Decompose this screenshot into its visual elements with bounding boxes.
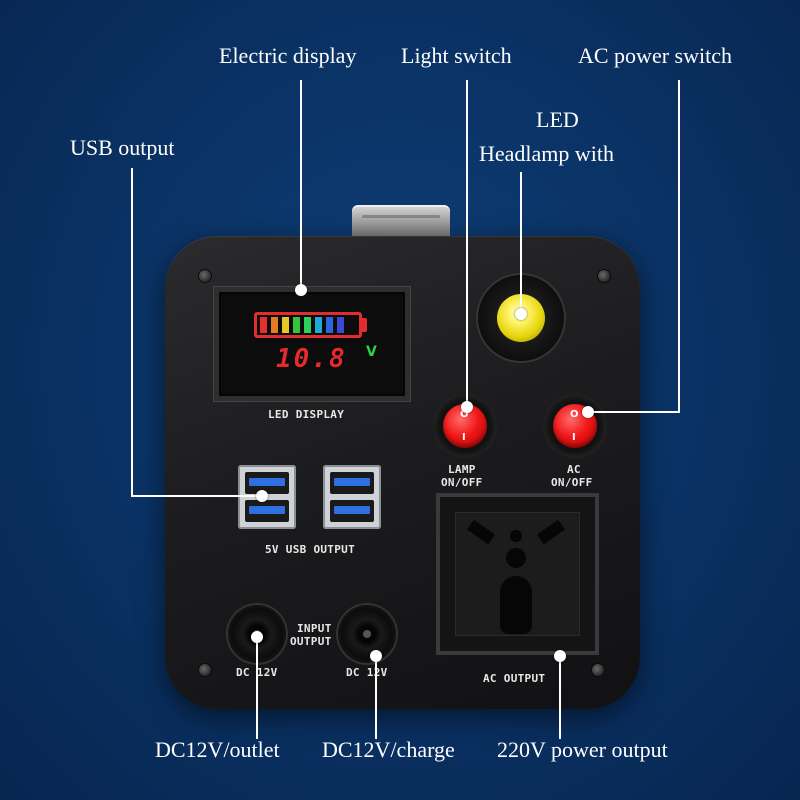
battery-bar bbox=[315, 317, 322, 333]
callout-dc-outlet: DC12V/outlet bbox=[155, 737, 280, 762]
ac-switch-off-mark: O bbox=[570, 409, 579, 420]
pointer-dot-dc-charge bbox=[370, 650, 382, 662]
leader-electric-display bbox=[300, 80, 302, 290]
battery-terminal-icon bbox=[362, 318, 367, 332]
led-display-label: LED DISPLAY bbox=[268, 408, 345, 421]
carry-handle bbox=[352, 205, 450, 241]
usb-port[interactable] bbox=[245, 472, 289, 494]
screw-top-right bbox=[598, 270, 610, 282]
usb-port[interactable] bbox=[330, 500, 374, 522]
callout-220v-output: 220V power output bbox=[497, 737, 668, 762]
callout-electric-display: Electric display bbox=[219, 43, 357, 68]
leader-usb-vertical bbox=[131, 168, 133, 497]
pointer-dot-ac-output bbox=[554, 650, 566, 662]
battery-bar bbox=[326, 317, 333, 333]
pointer-dot-ac-switch bbox=[582, 406, 594, 418]
callout-led-line2: Headlamp with bbox=[479, 141, 615, 166]
ac-switch-label-line2: ON/OFF bbox=[551, 476, 593, 489]
screw-top-left bbox=[199, 270, 211, 282]
battery-bar bbox=[282, 317, 289, 333]
pointer-dot-light-switch bbox=[461, 401, 473, 413]
ac-switch-on-mark: I bbox=[572, 432, 576, 443]
input-output-label-line2: OUTPUT bbox=[290, 635, 332, 648]
socket-slot-ground bbox=[500, 576, 532, 634]
pointer-dot-led-headlamp bbox=[515, 308, 527, 320]
leader-ac-switch-vertical bbox=[678, 80, 680, 413]
callout-usb-output: USB output bbox=[70, 135, 175, 160]
screw-bottom-right bbox=[592, 664, 604, 676]
callout-dc-charge: DC12V/charge bbox=[322, 737, 455, 762]
pointer-dot-dc-outlet bbox=[251, 631, 263, 643]
leader-led-headlamp bbox=[520, 172, 522, 312]
lamp-switch-off-mark: O bbox=[460, 409, 469, 420]
voltage-readout: 10.8 bbox=[276, 344, 347, 374]
pointer-dot-usb bbox=[256, 490, 268, 502]
usb-port[interactable] bbox=[330, 472, 374, 494]
leader-ac-output bbox=[559, 656, 561, 739]
leader-usb-horizontal bbox=[131, 495, 262, 497]
input-output-label-line1: INPUT bbox=[297, 622, 332, 635]
screw-bottom-left bbox=[199, 664, 211, 676]
dc-charge-jack[interactable] bbox=[338, 605, 396, 663]
ac-switch-label-line1: AC bbox=[567, 463, 581, 476]
battery-bar bbox=[260, 317, 267, 333]
socket-slot-center-top bbox=[510, 530, 522, 542]
led-display-screen bbox=[214, 287, 410, 401]
pointer-dot-electric-display bbox=[295, 284, 307, 296]
usb-port[interactable] bbox=[245, 500, 289, 522]
battery-bar bbox=[304, 317, 311, 333]
usb-port-group-right bbox=[323, 465, 381, 529]
leader-light-switch bbox=[466, 80, 468, 406]
battery-bar bbox=[337, 317, 344, 333]
ac-output-label: AC OUTPUT bbox=[483, 672, 546, 685]
leader-dc-charge bbox=[375, 656, 377, 739]
usb-port-group-left bbox=[238, 465, 296, 529]
leader-dc-outlet bbox=[256, 637, 258, 739]
battery-bar bbox=[271, 317, 278, 333]
lamp-switch-on-mark: I bbox=[462, 432, 466, 443]
usb-output-label: 5V USB OUTPUT bbox=[265, 543, 355, 556]
callout-led-line1: LED bbox=[536, 107, 579, 132]
battery-bar bbox=[293, 317, 300, 333]
battery-level-icon bbox=[254, 312, 362, 338]
callout-light-switch: Light switch bbox=[401, 43, 512, 68]
dc-charge-label: DC 12V bbox=[346, 666, 388, 679]
lamp-switch-label-line1: LAMP bbox=[448, 463, 476, 476]
lamp-switch-label-line2: ON/OFF bbox=[441, 476, 483, 489]
callout-ac-power-switch: AC power switch bbox=[578, 43, 732, 68]
socket-slot-center bbox=[506, 548, 526, 568]
voltage-unit: V bbox=[366, 344, 377, 360]
leader-ac-switch-horizontal bbox=[587, 411, 680, 413]
